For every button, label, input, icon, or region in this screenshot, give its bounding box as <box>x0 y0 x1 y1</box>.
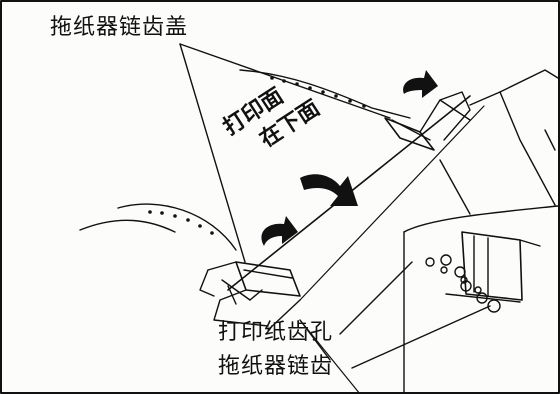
right-tractor <box>384 91 471 151</box>
detail-inset <box>403 159 559 394</box>
paper-direction-arrow <box>300 174 358 206</box>
sprocket-holes-label: 打印纸齿孔 <box>218 320 334 345</box>
leader-lines-cover <box>179 43 391 263</box>
printer-body <box>469 69 559 206</box>
left-tractor <box>199 261 301 327</box>
tractor-cover-label: 拖纸器链齿盖 <box>50 15 189 40</box>
leader-lines-bottom <box>339 261 491 369</box>
paper-holes <box>148 76 366 235</box>
tractor-sprocket-label: 拖纸器链齿 <box>218 354 334 379</box>
cover-arrow-right <box>403 70 438 98</box>
cover-arrow-left <box>261 216 298 246</box>
